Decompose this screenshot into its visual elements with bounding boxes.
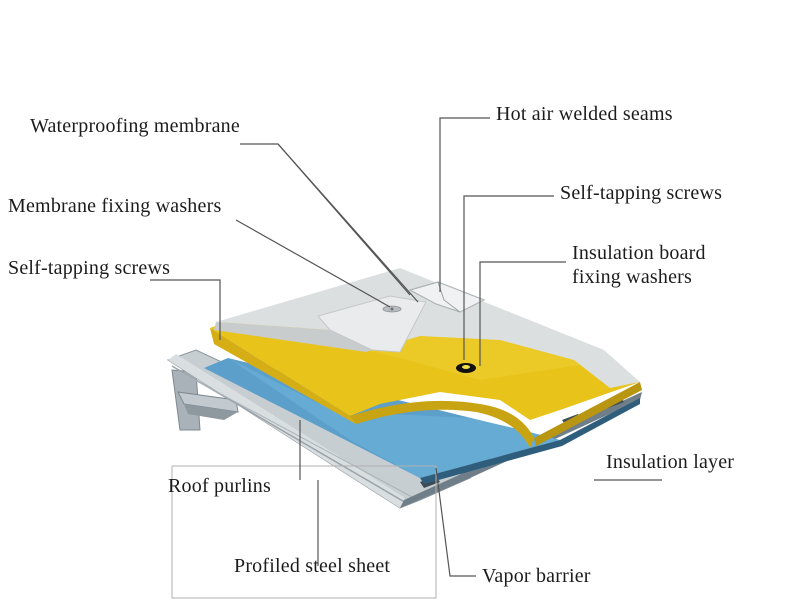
leader-lines <box>150 117 662 599</box>
insulation-fixing-washer <box>456 363 476 373</box>
leader-fixing-washers <box>479 261 566 366</box>
label-hot-air-welded-seams: Hot air welded seams <box>496 103 673 125</box>
label-insulation-board-line1: Insulation board <box>572 242 706 264</box>
leader-screws-right <box>463 195 554 360</box>
waterproofing-membrane <box>214 268 640 388</box>
roof-purlin <box>171 369 239 431</box>
leader-membrane-washers <box>235 219 391 308</box>
label-membrane-fixing-washers: Membrane fixing washers <box>8 195 222 217</box>
label-roof-purlins: Roof purlins <box>168 475 271 497</box>
label-self-tapping-screws-right: Self-tapping screws <box>560 182 723 204</box>
leader-waterproofing-1 <box>240 143 411 296</box>
leader-waterproofing-2 <box>277 143 419 303</box>
label-insulation-board-fixing-washers: Insulation board fixing washers <box>572 241 706 289</box>
leader-screws-left <box>150 279 221 340</box>
label-waterproofing-membrane: Waterproofing membrane <box>30 115 240 137</box>
label-profiled-steel-sheet: Profiled steel sheet <box>234 555 391 577</box>
label-insulation-board-line2: fixing washers <box>572 266 692 288</box>
leader-purlins-box <box>171 465 437 599</box>
label-insulation-layer: Insulation layer <box>606 451 735 473</box>
label-self-tapping-screws-left: Self-tapping screws <box>8 257 171 279</box>
leader-vapor-barrier <box>435 467 476 577</box>
leader-welded-seams <box>439 117 490 292</box>
label-vapor-barrier: Vapor barrier <box>482 565 591 587</box>
